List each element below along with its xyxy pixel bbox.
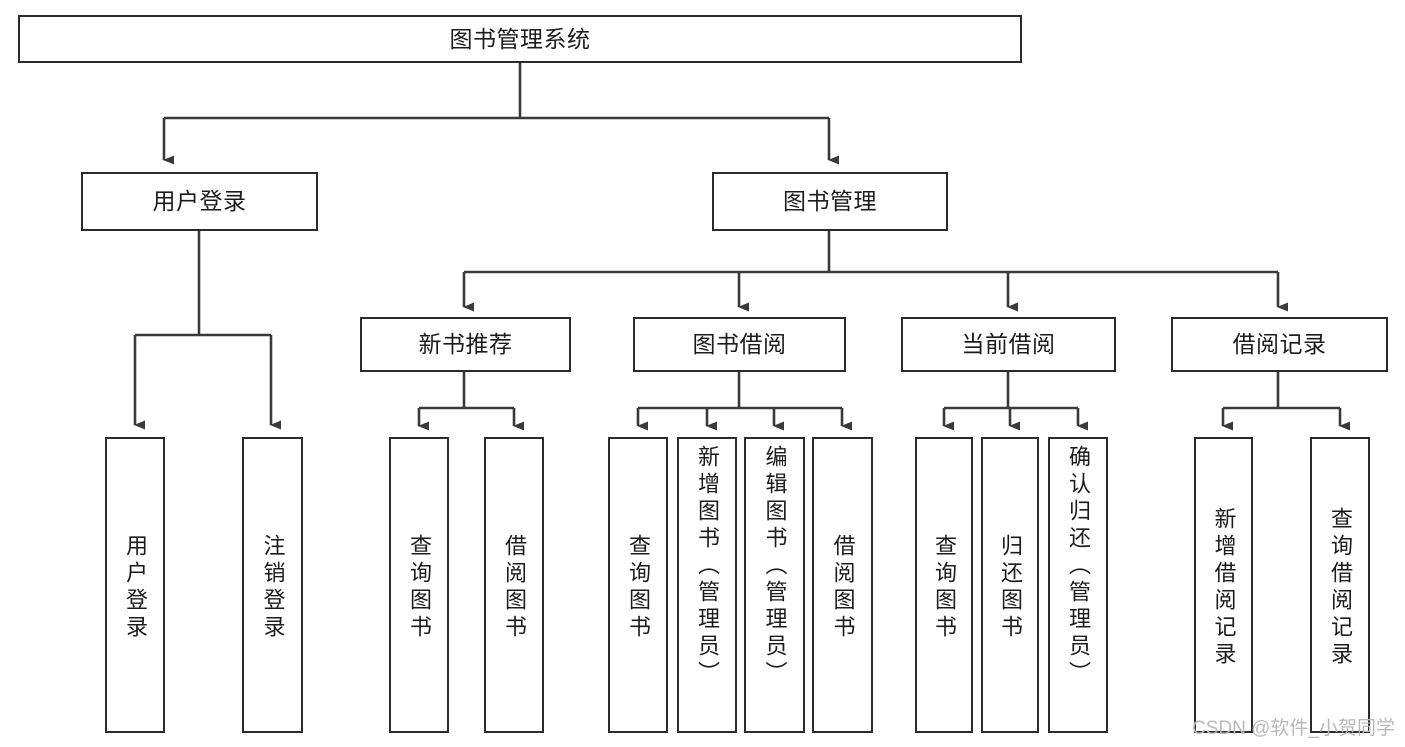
node-borrow-record[interactable]: 借阅记录	[1171, 317, 1388, 372]
node-leaf-query-book-current-label: 查询图书	[932, 534, 957, 642]
node-root-book-management-system[interactable]: 图书管理系统	[18, 15, 1022, 63]
node-leaf-query-book-borrow-label: 查询图书	[626, 534, 651, 642]
node-leaf-user-login-label: 用户登录	[123, 534, 148, 642]
node-leaf-user-login[interactable]: 用户登录	[105, 437, 165, 733]
node-leaf-edit-book[interactable]: 编辑图书（管理员）	[744, 437, 805, 733]
node-leaf-confirm-return-label: 确认归还（管理员）	[1066, 445, 1091, 688]
node-book-borrow-label: 图书借阅	[692, 331, 787, 358]
node-book-borrow[interactable]: 图书借阅	[633, 317, 846, 372]
node-leaf-edit-book-label: 编辑图书（管理员）	[762, 445, 788, 688]
node-leaf-query-borrow-record[interactable]: 查询借阅记录	[1310, 437, 1370, 733]
node-new-book-recommend-label: 新书推荐	[418, 331, 513, 358]
node-leaf-borrow-book[interactable]: 借阅图书	[812, 437, 873, 733]
node-leaf-user-logout[interactable]: 注销登录	[242, 437, 303, 733]
node-book-manage-label: 图书管理	[783, 188, 877, 215]
node-leaf-query-book-borrow[interactable]: 查询图书	[608, 437, 668, 733]
node-leaf-user-logout-label: 注销登录	[260, 534, 286, 642]
node-current-borrow[interactable]: 当前借阅	[901, 317, 1116, 372]
node-leaf-add-borrow-record-label: 新增借阅记录	[1211, 507, 1237, 669]
node-leaf-borrow-book-recommend[interactable]: 借阅图书	[484, 437, 544, 733]
node-user-login-label: 用户登录	[152, 188, 247, 215]
node-leaf-query-book-recommend-label: 查询图书	[407, 534, 432, 642]
node-leaf-add-book-label: 新增图书（管理员）	[695, 445, 720, 688]
node-leaf-borrow-book-recommend-label: 借阅图书	[502, 534, 527, 642]
node-leaf-return-book-label: 归还图书	[998, 534, 1023, 642]
node-leaf-borrow-book-label: 借阅图书	[830, 534, 856, 642]
node-current-borrow-label: 当前借阅	[961, 331, 1056, 358]
node-user-login[interactable]: 用户登录	[81, 172, 318, 231]
node-root-label: 图书管理系统	[449, 25, 591, 52]
node-leaf-query-book-recommend[interactable]: 查询图书	[389, 437, 449, 733]
node-leaf-query-book-current[interactable]: 查询图书	[915, 437, 973, 733]
node-leaf-add-borrow-record[interactable]: 新增借阅记录	[1194, 437, 1253, 733]
node-borrow-record-label: 借阅记录	[1232, 331, 1327, 358]
node-leaf-return-book[interactable]: 归还图书	[981, 437, 1039, 733]
node-leaf-query-borrow-record-label: 查询借阅记录	[1328, 507, 1353, 669]
node-leaf-confirm-return[interactable]: 确认归还（管理员）	[1048, 437, 1108, 733]
node-leaf-add-book[interactable]: 新增图书（管理员）	[677, 437, 737, 733]
node-new-book-recommend[interactable]: 新书推荐	[360, 317, 571, 372]
csdn-watermark: CSDN @软件_小贺同学	[1192, 718, 1395, 739]
node-book-manage[interactable]: 图书管理	[712, 172, 948, 231]
